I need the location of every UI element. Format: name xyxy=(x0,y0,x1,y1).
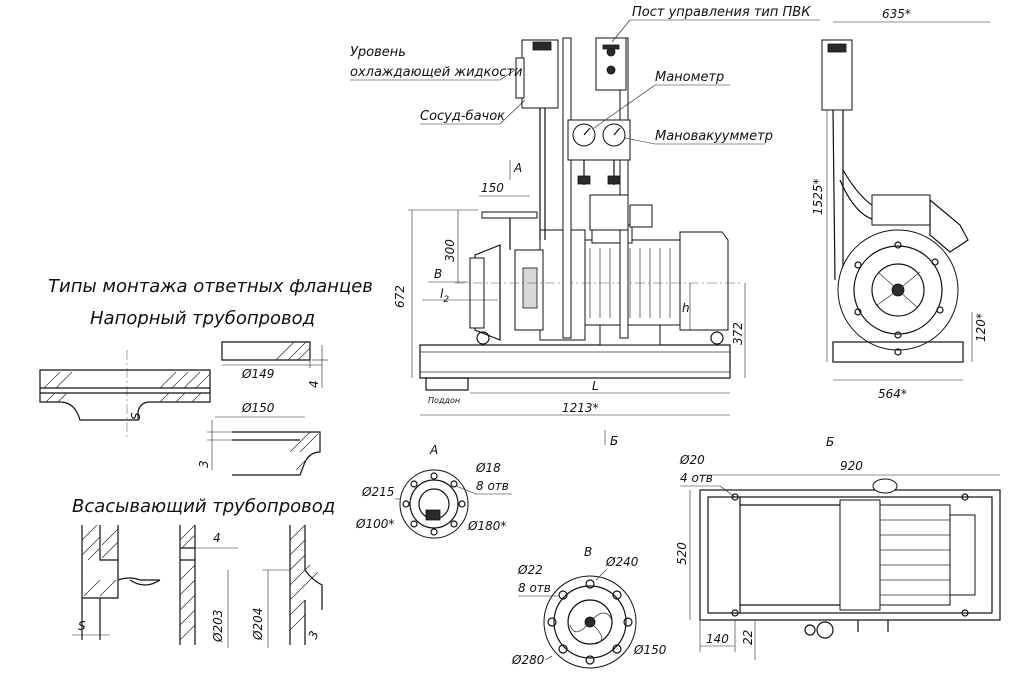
view-a-holes: 8 отв xyxy=(476,479,509,493)
dim-564: 564* xyxy=(878,387,907,401)
view-a-title: A xyxy=(429,443,438,457)
callout-pallet: Поддон xyxy=(428,396,460,405)
view-b-holes: 8 отв xyxy=(518,581,551,595)
dim-300: 300 xyxy=(443,239,457,262)
d150-label: Ø150 xyxy=(241,401,275,415)
d149-label: Ø149 xyxy=(241,367,274,381)
valve-handwheel xyxy=(481,211,538,219)
d203-label: Ø203 xyxy=(211,610,225,643)
callout-manovacuummeter: Мановакуумметр xyxy=(655,129,773,144)
mark-a: A xyxy=(513,161,522,175)
view-b-d150: Ø150 xyxy=(633,643,667,657)
lifting-eye-left xyxy=(476,331,490,345)
suction-flange-drawing-1: S xyxy=(72,524,161,640)
view-be-d22: 22 xyxy=(741,630,755,645)
callout-vessel: Сосуд-бачок xyxy=(420,109,505,124)
dim-1525: 1525* xyxy=(811,178,825,215)
discharge-flange-drawing-1: S xyxy=(39,350,211,440)
n3-label-a: 3 xyxy=(197,460,211,468)
top-pump-casing xyxy=(839,499,881,611)
electric-motor xyxy=(579,224,729,346)
suction-s-label: S xyxy=(78,619,86,633)
discharge-s-label: S xyxy=(129,412,143,420)
view-b-flange: B Ø22 8 отв Ø240 Ø280 Ø150 xyxy=(511,545,667,669)
suction-flange-drawing-204: Ø204 3 xyxy=(251,524,323,648)
control-post-pvk xyxy=(595,37,627,91)
coolant-vessel xyxy=(521,39,559,109)
d204-label: Ø204 xyxy=(251,608,265,641)
view-be-d140: 140 xyxy=(706,632,729,646)
n3-label-b: 3 xyxy=(306,629,322,641)
discharge-flange-detail-150: Ø150 3 xyxy=(197,401,321,476)
control-stand xyxy=(515,37,653,339)
view-a-d18: Ø18 xyxy=(475,461,501,475)
view-a-d215: Ø215 xyxy=(361,485,394,499)
flange-section-title: Типы монтажа ответных фланцев xyxy=(48,276,373,297)
view-be-top: Б Ø20 4 отв 920 520 140 22 xyxy=(675,435,1001,660)
top-flange xyxy=(872,478,898,494)
callout-manometer: Манометр xyxy=(655,70,724,85)
view-a-d180: Ø180* xyxy=(467,519,506,533)
n4-label-a: 4 xyxy=(307,380,321,388)
lifting-eye-right xyxy=(710,331,724,345)
dim-l2: l2 xyxy=(440,287,449,305)
pallet xyxy=(425,377,469,391)
dim-1213: 1213* xyxy=(562,401,599,415)
view-a-flange: A Ø215 Ø18 8 отв Ø100* Ø180* xyxy=(355,443,512,539)
view-be-d520: 520 xyxy=(675,542,689,565)
suction-pipeline-title: Всасывающий трубопровод xyxy=(72,496,335,517)
suction-flange-drawing-203: 4 Ø203 xyxy=(179,524,238,648)
view-b-d22: Ø22 xyxy=(517,563,543,577)
view-be-d920: 920 xyxy=(840,459,863,473)
discharge-flange-detail-149: Ø149 4 xyxy=(221,341,328,388)
view-b-d280: Ø280 xyxy=(511,653,545,667)
pump-front-view: Пост управления тип ПВК Уровень охлаждаю… xyxy=(350,5,820,448)
top-motor xyxy=(879,504,951,606)
side-base-frame xyxy=(832,341,964,363)
dim-372: 372 xyxy=(731,322,745,345)
mark-be: Б xyxy=(610,434,618,448)
flange-mounting-section: Типы монтажа ответных фланцев Напорный т… xyxy=(39,276,373,648)
dim-120: 120* xyxy=(974,313,988,342)
callout-control-post: Пост управления тип ПВК xyxy=(632,5,811,20)
view-be-holes: 4 отв xyxy=(680,471,713,485)
view-be-d20: Ø20 xyxy=(679,453,705,467)
coolant-level-gauge xyxy=(515,57,525,99)
view-a-d100: Ø100* xyxy=(355,517,394,531)
discharge-pipeline-title: Напорный трубопровод xyxy=(90,308,315,329)
pump-side-view: 635* 1525* 120* 564* xyxy=(811,7,990,401)
callout-coolant-level-line2: охлаждающей жидкости xyxy=(350,65,522,80)
dim-635: 635* xyxy=(882,7,911,21)
n4-label-b: 4 xyxy=(213,531,221,545)
view-b-d240: Ø240 xyxy=(605,555,639,569)
view-be-title: Б xyxy=(826,435,834,449)
dim-672: 672 xyxy=(393,285,407,308)
mark-b: B xyxy=(434,267,442,281)
base-frame xyxy=(419,344,731,379)
callout-coolant-level-line1: Уровень xyxy=(350,45,406,60)
dim-L: L xyxy=(592,379,599,393)
dim-h: h xyxy=(682,301,690,315)
side-terminal-box xyxy=(929,198,969,253)
dim-150: 150 xyxy=(481,181,504,195)
view-b-title: B xyxy=(584,545,592,559)
